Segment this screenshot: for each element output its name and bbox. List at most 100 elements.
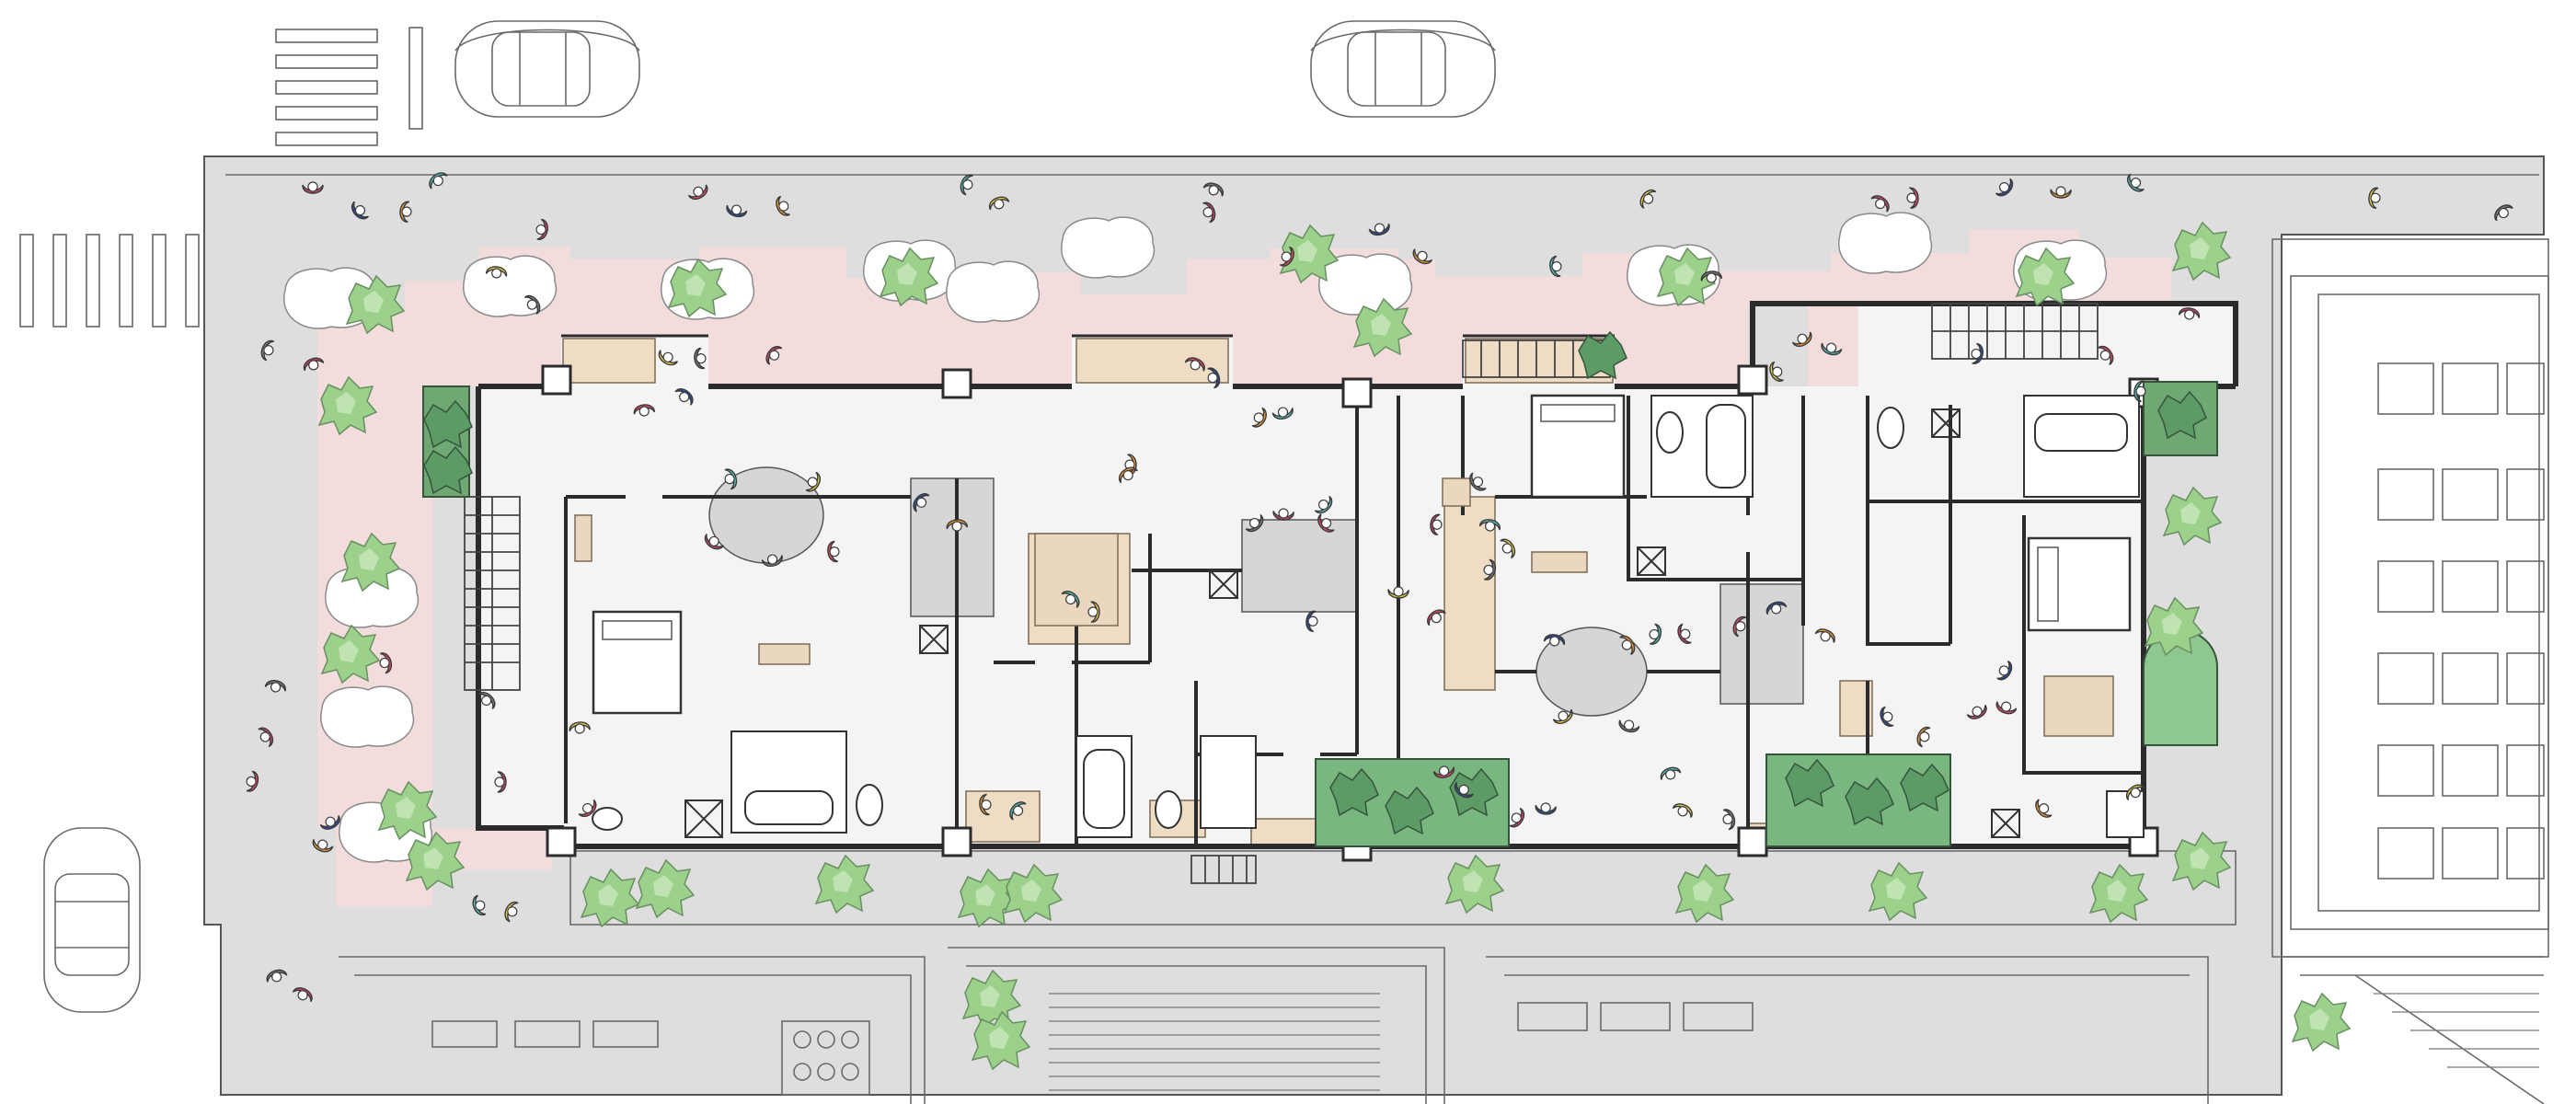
person-icon [1966, 704, 1987, 719]
person-icon [319, 815, 340, 830]
person-icon [1207, 367, 1221, 389]
person-icon [1870, 195, 1890, 213]
person-icon [260, 339, 274, 362]
person-icon [1543, 634, 1565, 647]
person-icon [1251, 407, 1267, 428]
person-icon [1432, 765, 1455, 778]
person-icon [2494, 204, 2513, 222]
person-icon [258, 727, 274, 748]
person-icon [246, 770, 259, 792]
person-icon [1009, 801, 1027, 821]
person-icon [2368, 187, 2381, 210]
person-icon [913, 493, 930, 512]
person-icon [1061, 591, 1080, 608]
person-icon [246, 172, 2513, 1003]
person-icon [1996, 660, 2013, 681]
person-icon [1677, 623, 1692, 644]
person-icon [2098, 345, 2114, 365]
person-icon [399, 201, 412, 223]
person-icon [694, 347, 707, 369]
person-icon [302, 181, 324, 194]
person-icon [726, 204, 748, 218]
person-icon [266, 969, 288, 983]
table-icon [574, 477, 2114, 737]
person-icon [1814, 628, 1835, 643]
sink-icon [684, 408, 2020, 838]
person-icon [569, 721, 591, 734]
person-icon [2178, 307, 2200, 320]
person-icon [1732, 615, 1747, 638]
person-icon [988, 196, 1010, 211]
person-icon [1618, 719, 1640, 733]
person-icon [1272, 508, 1294, 521]
person-icon [805, 471, 822, 492]
person-icon [2127, 173, 2145, 192]
person-icon [1619, 635, 1636, 656]
person-icon [1305, 610, 1318, 633]
person-icon [633, 404, 656, 417]
person-icon [765, 346, 783, 365]
person-icon [1722, 809, 1736, 831]
person-icon [1971, 342, 1984, 364]
person-icon [1509, 807, 1525, 828]
person-icon [1765, 601, 1788, 615]
person-icon [1552, 708, 1573, 724]
person-icon [1279, 246, 1294, 267]
neighbor-building-east [2271, 238, 2549, 958]
person-icon [1906, 187, 1919, 209]
person-icon [379, 652, 393, 674]
person-icon [1649, 623, 1662, 645]
person-icon [1368, 223, 1390, 236]
person-icon [1672, 803, 1693, 818]
person-icon [303, 357, 325, 372]
person-icon [1821, 342, 1843, 356]
stair-icon [464, 303, 2099, 884]
person-icon [1087, 601, 1100, 623]
person-icon [504, 901, 519, 923]
person-icon [2050, 186, 2072, 199]
person-icon [704, 534, 724, 550]
person-icon [946, 519, 969, 532]
person-icon [1916, 726, 1931, 748]
person-icon [1317, 513, 1335, 533]
person-icon [658, 350, 679, 366]
person-icon [264, 680, 286, 693]
person-icon [1500, 538, 1516, 559]
person-icon [1700, 270, 1723, 283]
person-icon [1202, 182, 1225, 197]
person-icon [2133, 380, 2146, 403]
person-icon [674, 388, 694, 406]
person-icon [1995, 178, 2014, 197]
person-icon [485, 266, 508, 279]
person-icon [1535, 802, 1557, 815]
person-icon [1639, 190, 1657, 209]
person-icon [687, 184, 708, 201]
person-icon [1184, 357, 1205, 372]
building-main [432, 301, 2238, 862]
rear-garden [569, 850, 2237, 926]
person-icon [494, 771, 507, 793]
person-icon [776, 195, 790, 216]
person-icon [351, 201, 369, 220]
person-icon [1245, 513, 1264, 533]
person-icon [1202, 201, 1216, 224]
person-icon [1387, 586, 1409, 599]
person-icon [1412, 248, 1433, 265]
person-icon [477, 691, 496, 709]
person-icon [1880, 706, 1894, 728]
person-icon [1995, 701, 2018, 715]
person-icon [1454, 781, 1474, 799]
person-icon [429, 172, 448, 190]
bathtub-icon [730, 395, 2145, 838]
crosswalk-icon [19, 27, 423, 328]
person-icon [827, 540, 840, 562]
toilet-icon [592, 407, 1904, 831]
person-icon [1483, 558, 1497, 581]
person-icon [1430, 513, 1443, 536]
person-icon [312, 839, 334, 853]
bed-icon [592, 394, 2132, 715]
person-icon [1769, 361, 1784, 382]
person-icon [1119, 466, 1138, 484]
person-icon [2035, 799, 2053, 818]
